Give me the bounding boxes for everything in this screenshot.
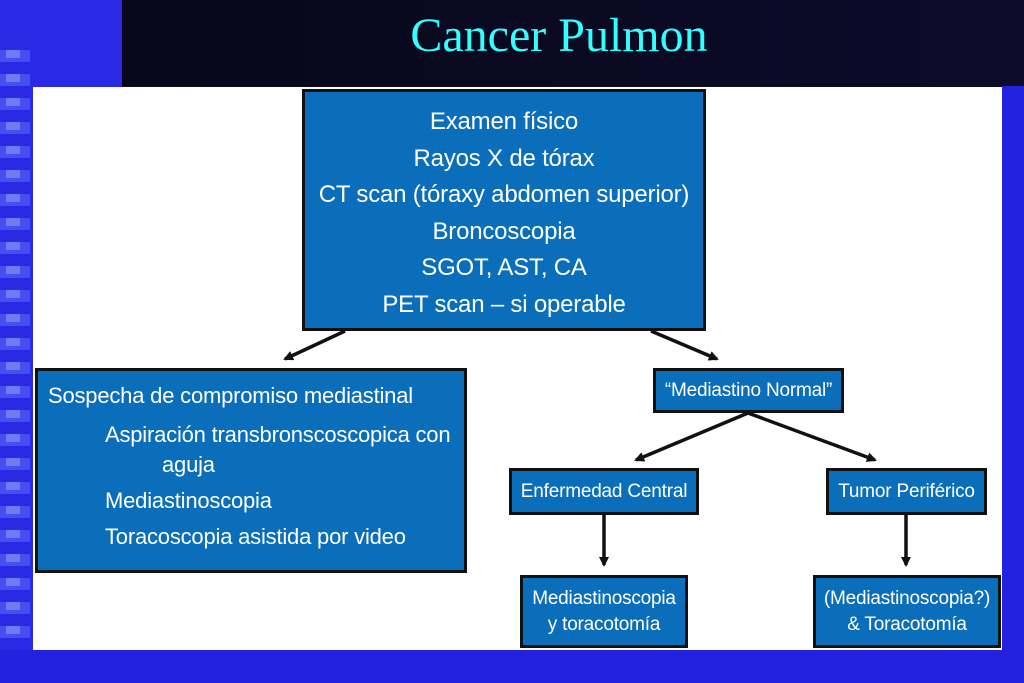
diagram-canvas: Examen físico Rayos X de tórax CT scan (…: [33, 87, 1002, 650]
top-box-line: SGOT, AST, CA: [421, 254, 587, 281]
decorative-squares-inner: [6, 50, 20, 650]
arrow-to-tumor-periferico: [747, 411, 877, 462]
tumor-periferico-label: Tumor Periférico: [838, 480, 975, 502]
mediastino-normal-box: “Mediastino Normal”: [653, 368, 844, 413]
left-box-item: Mediastinoscopia: [105, 488, 272, 513]
outcome-central-box: Mediastinoscopia y toracotomía: [520, 575, 688, 648]
outcome-central-line: Mediastinoscopia: [532, 587, 676, 609]
left-box-heading: Sospecha de compromiso mediastinal: [48, 383, 413, 408]
enfermedad-central-label: Enfermedad Central: [520, 480, 688, 502]
left-box-item: Toracoscopia asistida por video: [105, 524, 406, 549]
outcome-central-line: y toracotomía: [547, 613, 661, 635]
arrow-to-left-box: [283, 329, 346, 361]
mediastinal-suspicion-box: Sospecha de compromiso mediastinal Aspir…: [35, 368, 467, 573]
top-box-line: Rayos X de tórax: [413, 144, 595, 172]
enfermedad-central-box: Enfermedad Central: [509, 468, 699, 515]
top-box-line: Broncoscopia: [432, 217, 576, 245]
initial-evaluation-box: Examen físico Rayos X de tórax CT scan (…: [302, 89, 706, 331]
slide-top-band: [122, 0, 1024, 86]
outcome-periferico-line: & Toracotomía: [847, 613, 967, 635]
arrow-to-enfermedad-central: [634, 411, 749, 462]
slide-bottom-band: [0, 650, 1024, 683]
flow-arrows: [283, 329, 911, 567]
arrow-to-mediastino-normal: [650, 329, 719, 361]
left-box-item: Aspiración transbronscoscopica con: [105, 422, 451, 447]
tumor-periferico-box: Tumor Periférico: [826, 468, 987, 515]
top-box-line: Examen físico: [429, 108, 579, 135]
top-box-line: PET scan – si operable: [382, 290, 626, 318]
left-box-item-continuation: aguja: [162, 452, 215, 477]
outcome-periferico-box: (Mediastinoscopia?) & Toracotomía: [813, 575, 1001, 648]
top-box-line: CT scan (tóraxy abdomen superior): [318, 181, 690, 208]
slide-title: Cancer Pulmon: [410, 9, 708, 62]
outcome-periferico-line: (Mediastinoscopia?): [823, 587, 991, 609]
slide-right-band: [1002, 86, 1024, 683]
mediastino-normal-label: “Mediastino Normal”: [664, 379, 833, 401]
